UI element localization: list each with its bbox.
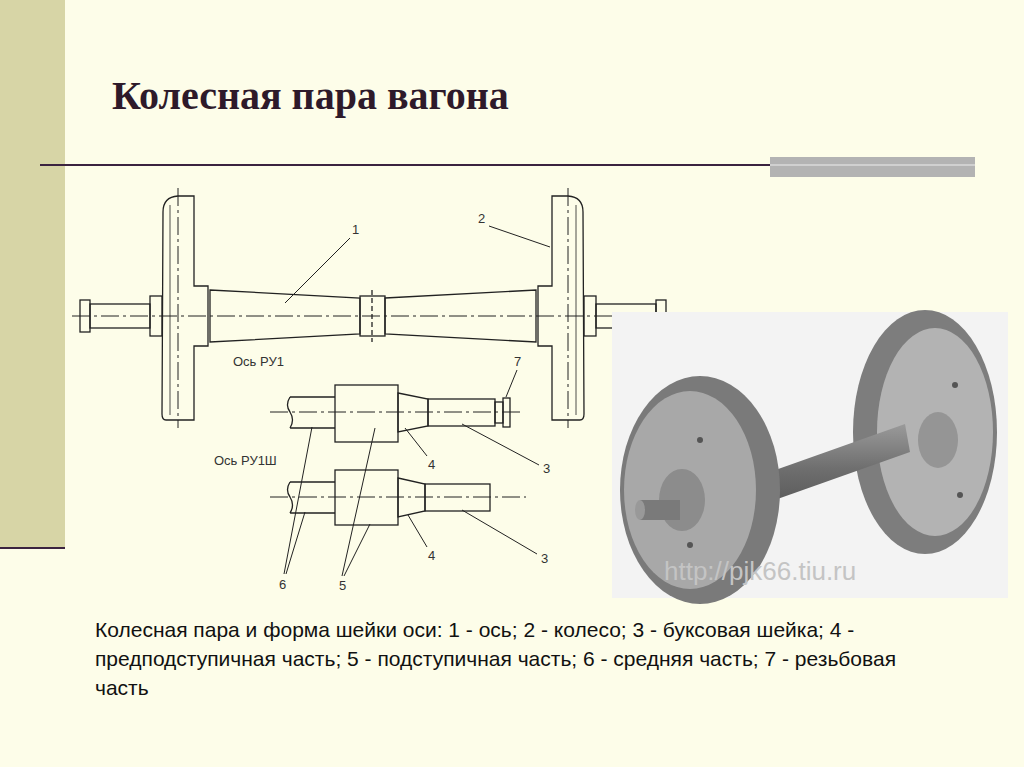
leader-line	[506, 370, 517, 397]
title-rule	[40, 164, 975, 166]
title-accent-bar	[770, 157, 975, 177]
photo-ground	[612, 312, 1008, 598]
journal	[428, 399, 495, 426]
leader-line	[285, 238, 350, 303]
wheelset-drawing	[72, 188, 674, 428]
callout-number: 7	[514, 354, 521, 369]
pre-hub-part	[398, 478, 425, 517]
leader-line	[462, 424, 539, 465]
axle-journal	[90, 304, 150, 328]
wheel-center-line	[178, 188, 179, 428]
leader-line	[405, 428, 427, 456]
nut	[503, 398, 510, 427]
part-label: Ось РУ1Ш	[214, 453, 277, 468]
wheel-profile	[538, 196, 584, 420]
callout-number: 4	[428, 548, 435, 563]
leader-line	[408, 515, 427, 547]
back-wheel-hub	[918, 412, 958, 468]
title-accent-stripe	[770, 164, 975, 166]
journal	[425, 484, 490, 511]
wheelset-photo	[612, 310, 1008, 604]
axle-body	[385, 290, 536, 342]
side-bar	[0, 0, 65, 548]
leader-line	[342, 428, 375, 576]
axle-body	[210, 290, 360, 342]
wheel-hole	[952, 382, 958, 388]
journal-detail-ru1	[270, 385, 524, 442]
leader-line	[344, 524, 370, 576]
hub-seat	[335, 470, 398, 525]
dust-guard-seat	[584, 296, 596, 336]
wheel-rim-line	[576, 205, 577, 415]
back-wheel-rim	[853, 310, 997, 554]
leader-lines	[284, 226, 550, 576]
slide-title: Колесная пара вагона	[112, 72, 509, 119]
center-line	[270, 412, 524, 413]
pre-hub-part	[398, 393, 428, 432]
wheel-profile	[162, 196, 208, 420]
leader-line	[284, 427, 312, 574]
wheel-hole	[697, 437, 703, 443]
hub-seat	[335, 385, 398, 442]
callout-number: 1	[352, 222, 359, 237]
callout-number: 2	[478, 211, 485, 226]
wheel-hole	[687, 542, 693, 548]
journal-detail-ru1sh	[270, 470, 526, 525]
photo-journal-end	[635, 500, 645, 520]
wheel-center-line	[568, 188, 569, 428]
middle-part	[288, 482, 336, 513]
callout-number: 4	[428, 457, 435, 472]
axle-mid-line	[371, 290, 372, 342]
photo-journal	[640, 500, 680, 520]
side-bar-rule	[0, 547, 65, 549]
callout-number: 6	[279, 577, 286, 592]
wheel-hole	[957, 492, 963, 498]
part-label: Ось РУ1	[233, 354, 284, 369]
figure-caption: Колесная пара и форма шейки оси: 1 - ось…	[95, 615, 925, 702]
leader-line	[489, 226, 550, 247]
wheel-rim-line	[170, 205, 171, 415]
dust-guard-seat	[150, 296, 162, 336]
callout-number: 5	[339, 578, 346, 593]
middle-part	[288, 397, 336, 428]
leader-line	[462, 510, 537, 554]
watermark: http://pjk66.tiu.ru	[664, 556, 856, 586]
leader-line	[286, 512, 305, 574]
axle-end-cap	[80, 300, 90, 332]
callout-number: 3	[543, 461, 550, 476]
wheel-mirror	[538, 196, 584, 420]
callout-number: 3	[541, 551, 548, 566]
thread	[495, 402, 503, 423]
